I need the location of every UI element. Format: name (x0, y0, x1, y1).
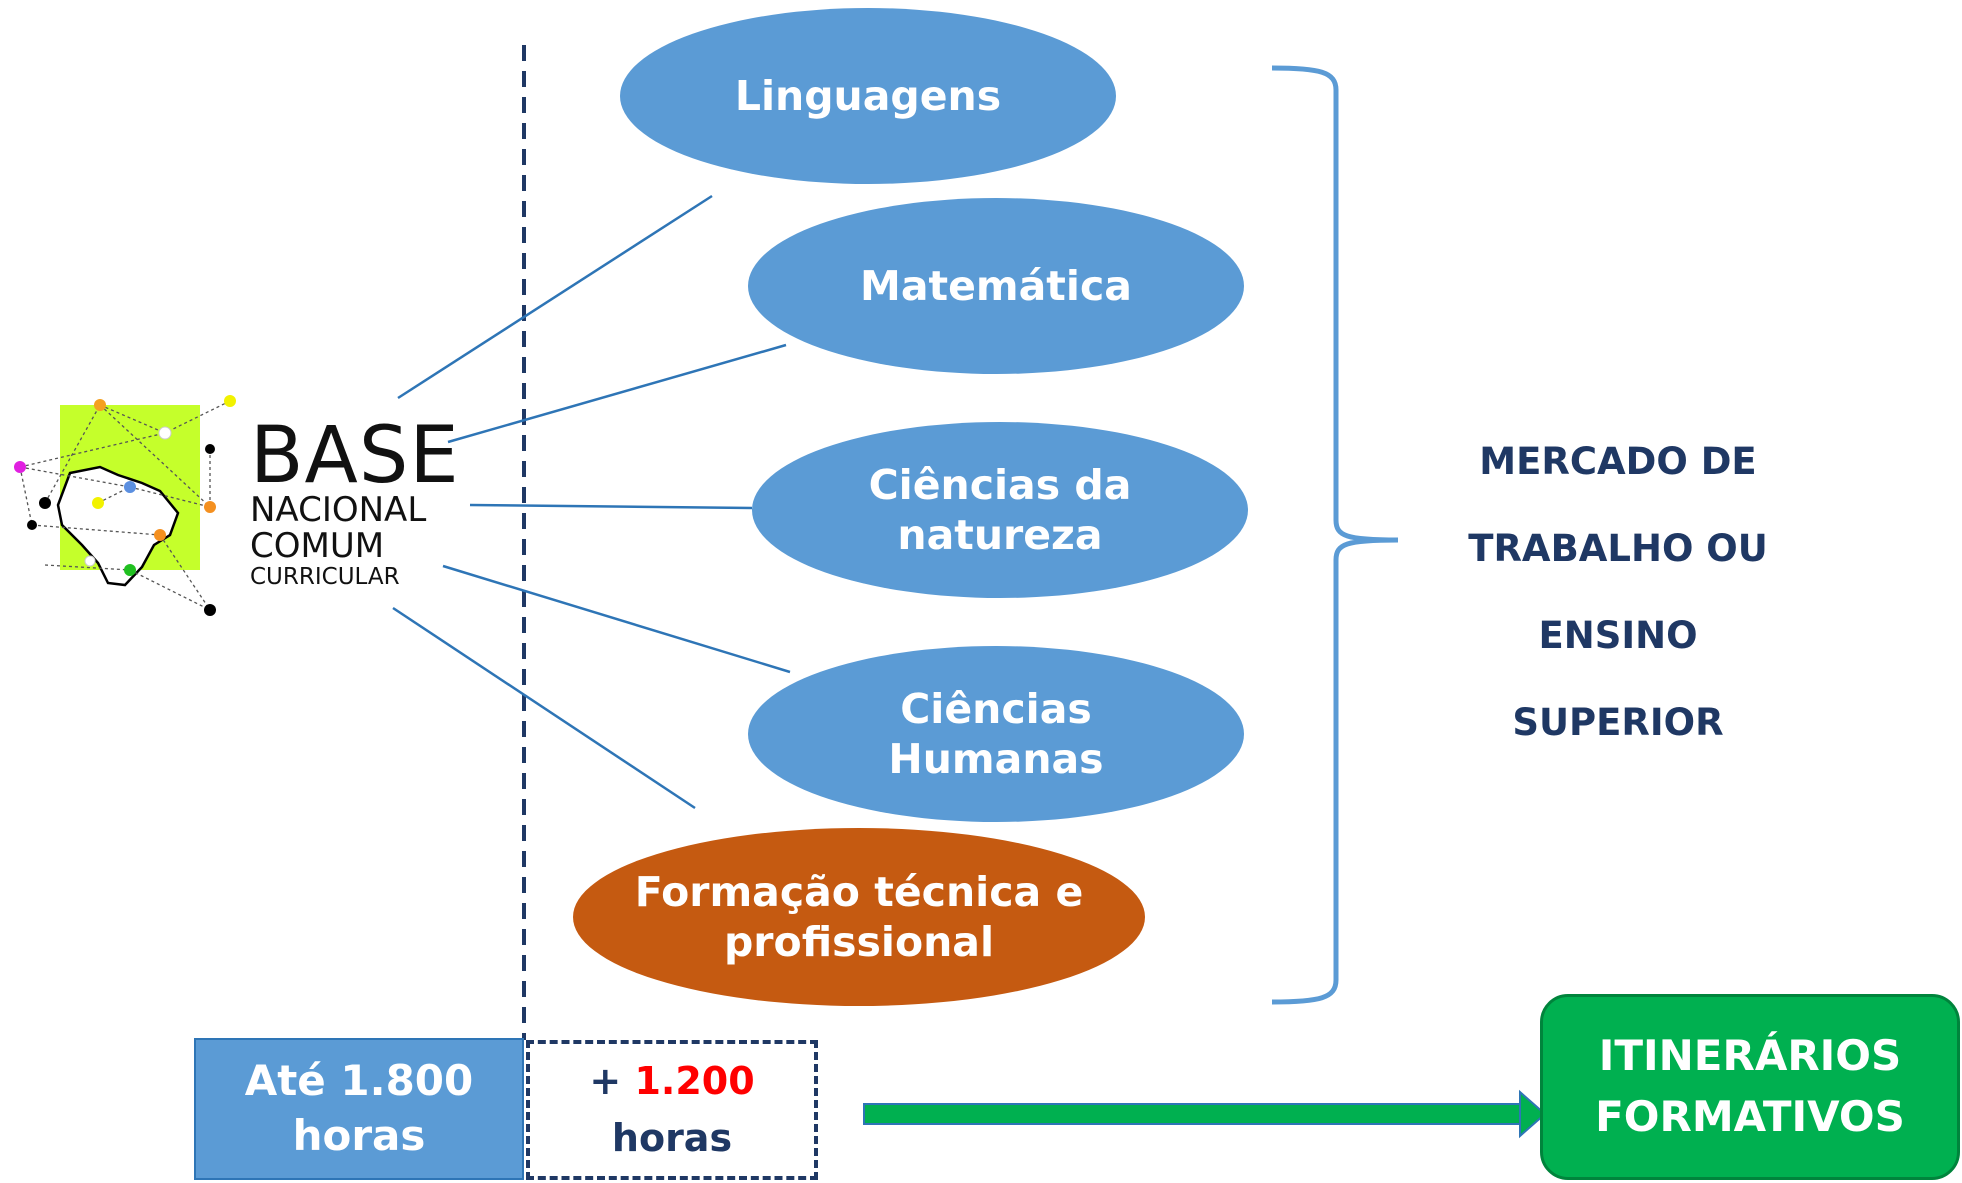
logo-line-nacional: NACIONAL (250, 490, 427, 530)
extra-hours-value: 1.200 (634, 1059, 755, 1103)
connector-ciencias-natureza (469, 503, 753, 510)
base-hours-unit: horas (292, 1111, 426, 1160)
itinerarios-formativos-box: ITINERÁRIOS FORMATIVOS (1540, 994, 1960, 1180)
logo-line-curricular: CURRICULAR (250, 564, 400, 590)
outcome-line-1: MERCADO DE (1479, 440, 1757, 483)
logo-line-base: BASE (250, 411, 460, 501)
logo-line-comum: COMUM (250, 526, 385, 566)
outcome-line-4: SUPERIOR (1512, 701, 1724, 744)
area-ciencias-humanas-label: Ciências Humanas (888, 684, 1104, 783)
outcome-line-2: TRABALHO OU (1468, 527, 1768, 570)
right-brace (1271, 65, 1399, 1005)
area-linguagens: Linguagens (620, 8, 1116, 184)
arrow-shaft (863, 1103, 1525, 1125)
area-formacao-tecnica-label: Formação técnica e profissional (634, 867, 1084, 966)
base-hours-value: Até 1.800 (244, 1056, 474, 1106)
area-ciencias-natureza: Ciências da natureza (752, 422, 1248, 598)
itinerarios-line-1: ITINERÁRIOS (1598, 1031, 1902, 1081)
outcome-text: MERCADO DE TRABALHO OU ENSINO SUPERIOR (1428, 418, 1808, 766)
connector-formacao (392, 606, 696, 810)
bncc-logo-text: BASE NACIONAL COMUM CURRICULAR (250, 411, 460, 590)
arrow-head (1519, 1089, 1547, 1139)
extra-hours-value-row: + 1.200 (530, 1053, 814, 1110)
area-matematica: Matemática (748, 198, 1244, 374)
area-linguagens-label: Linguagens (734, 71, 1002, 120)
outcome-line-3: ENSINO (1538, 614, 1698, 657)
connector-linguagens (397, 194, 713, 400)
area-matematica-label: Matemática (860, 261, 1132, 310)
itinerarios-line-2: FORMATIVOS (1595, 1092, 1905, 1141)
extra-hours-box: + 1.200 horas (526, 1040, 818, 1180)
extra-hours-prefix: + (589, 1059, 635, 1103)
extra-hours-unit: horas (611, 1116, 733, 1160)
base-hours-box: Até 1.800 horas (194, 1038, 524, 1180)
bncc-logo-icon (14, 395, 236, 616)
area-ciencias-natureza-label: Ciências da natureza (868, 460, 1132, 559)
connector-matematica (447, 343, 787, 444)
area-formacao-tecnica: Formação técnica e profissional (573, 828, 1145, 1006)
area-ciencias-humanas: Ciências Humanas (748, 646, 1244, 822)
connector-ciencias-humanas (442, 564, 791, 674)
